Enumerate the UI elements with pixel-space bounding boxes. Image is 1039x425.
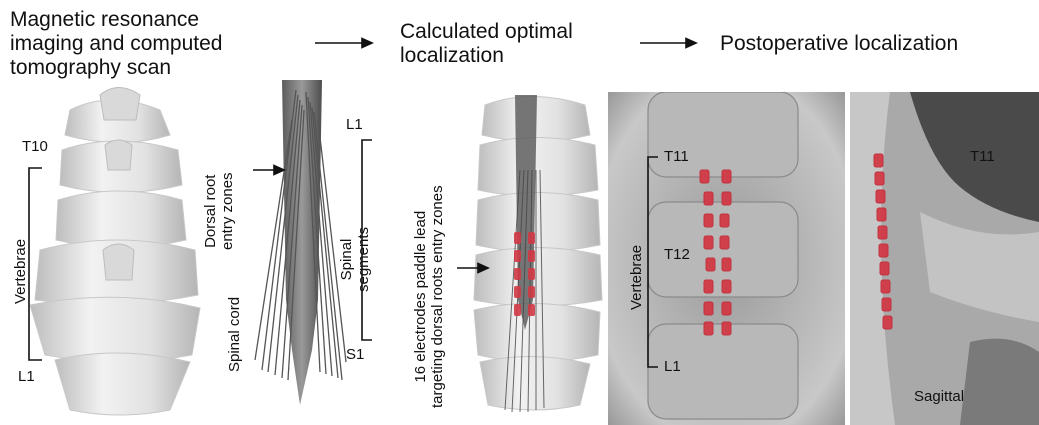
flow-arrow-1-head	[361, 37, 374, 49]
vertebra-label-t10: T10	[22, 138, 48, 155]
dorsal-root-arrow	[273, 164, 286, 176]
lead-target-arrow	[477, 262, 490, 274]
stage-heading-calculated: Calculated optimal localization	[400, 20, 573, 67]
xray-sagittal-panel	[850, 92, 1039, 425]
sagittal-electrodes	[873, 153, 893, 330]
implanted-electrodes	[699, 169, 732, 336]
planned-electrodes	[514, 232, 535, 316]
xray-ap-label-l1: L1	[664, 358, 681, 375]
stage-heading-postoperative: Postoperative localization	[720, 32, 959, 55]
nerve-roots	[254, 89, 347, 381]
xray-ap-label-t11: T11	[664, 148, 689, 165]
xray-sagittal-view-label: Sagittal	[914, 388, 965, 405]
xray-ap-panel	[608, 92, 845, 425]
stage-heading-imaging: Magnetic resonance imaging and computed …	[10, 8, 223, 79]
xray-vertebrae-bracket	[647, 156, 658, 368]
spinal-segments-bracket	[361, 139, 372, 341]
flow-arrow-2-head	[685, 37, 698, 49]
vertebra-label-l1: L1	[18, 368, 35, 385]
xray-sagittal-label-t11: T11	[970, 148, 995, 165]
paddle-lead-caption: 16 electrodes paddle lead targeting dors…	[412, 185, 446, 408]
segment-label-s1: S1	[346, 346, 365, 363]
segment-label-l1: L1	[346, 116, 363, 133]
xray-ap-vertebrae-label: Vertebrae	[628, 244, 645, 310]
xray-ap-label-t12: T12	[664, 246, 690, 263]
